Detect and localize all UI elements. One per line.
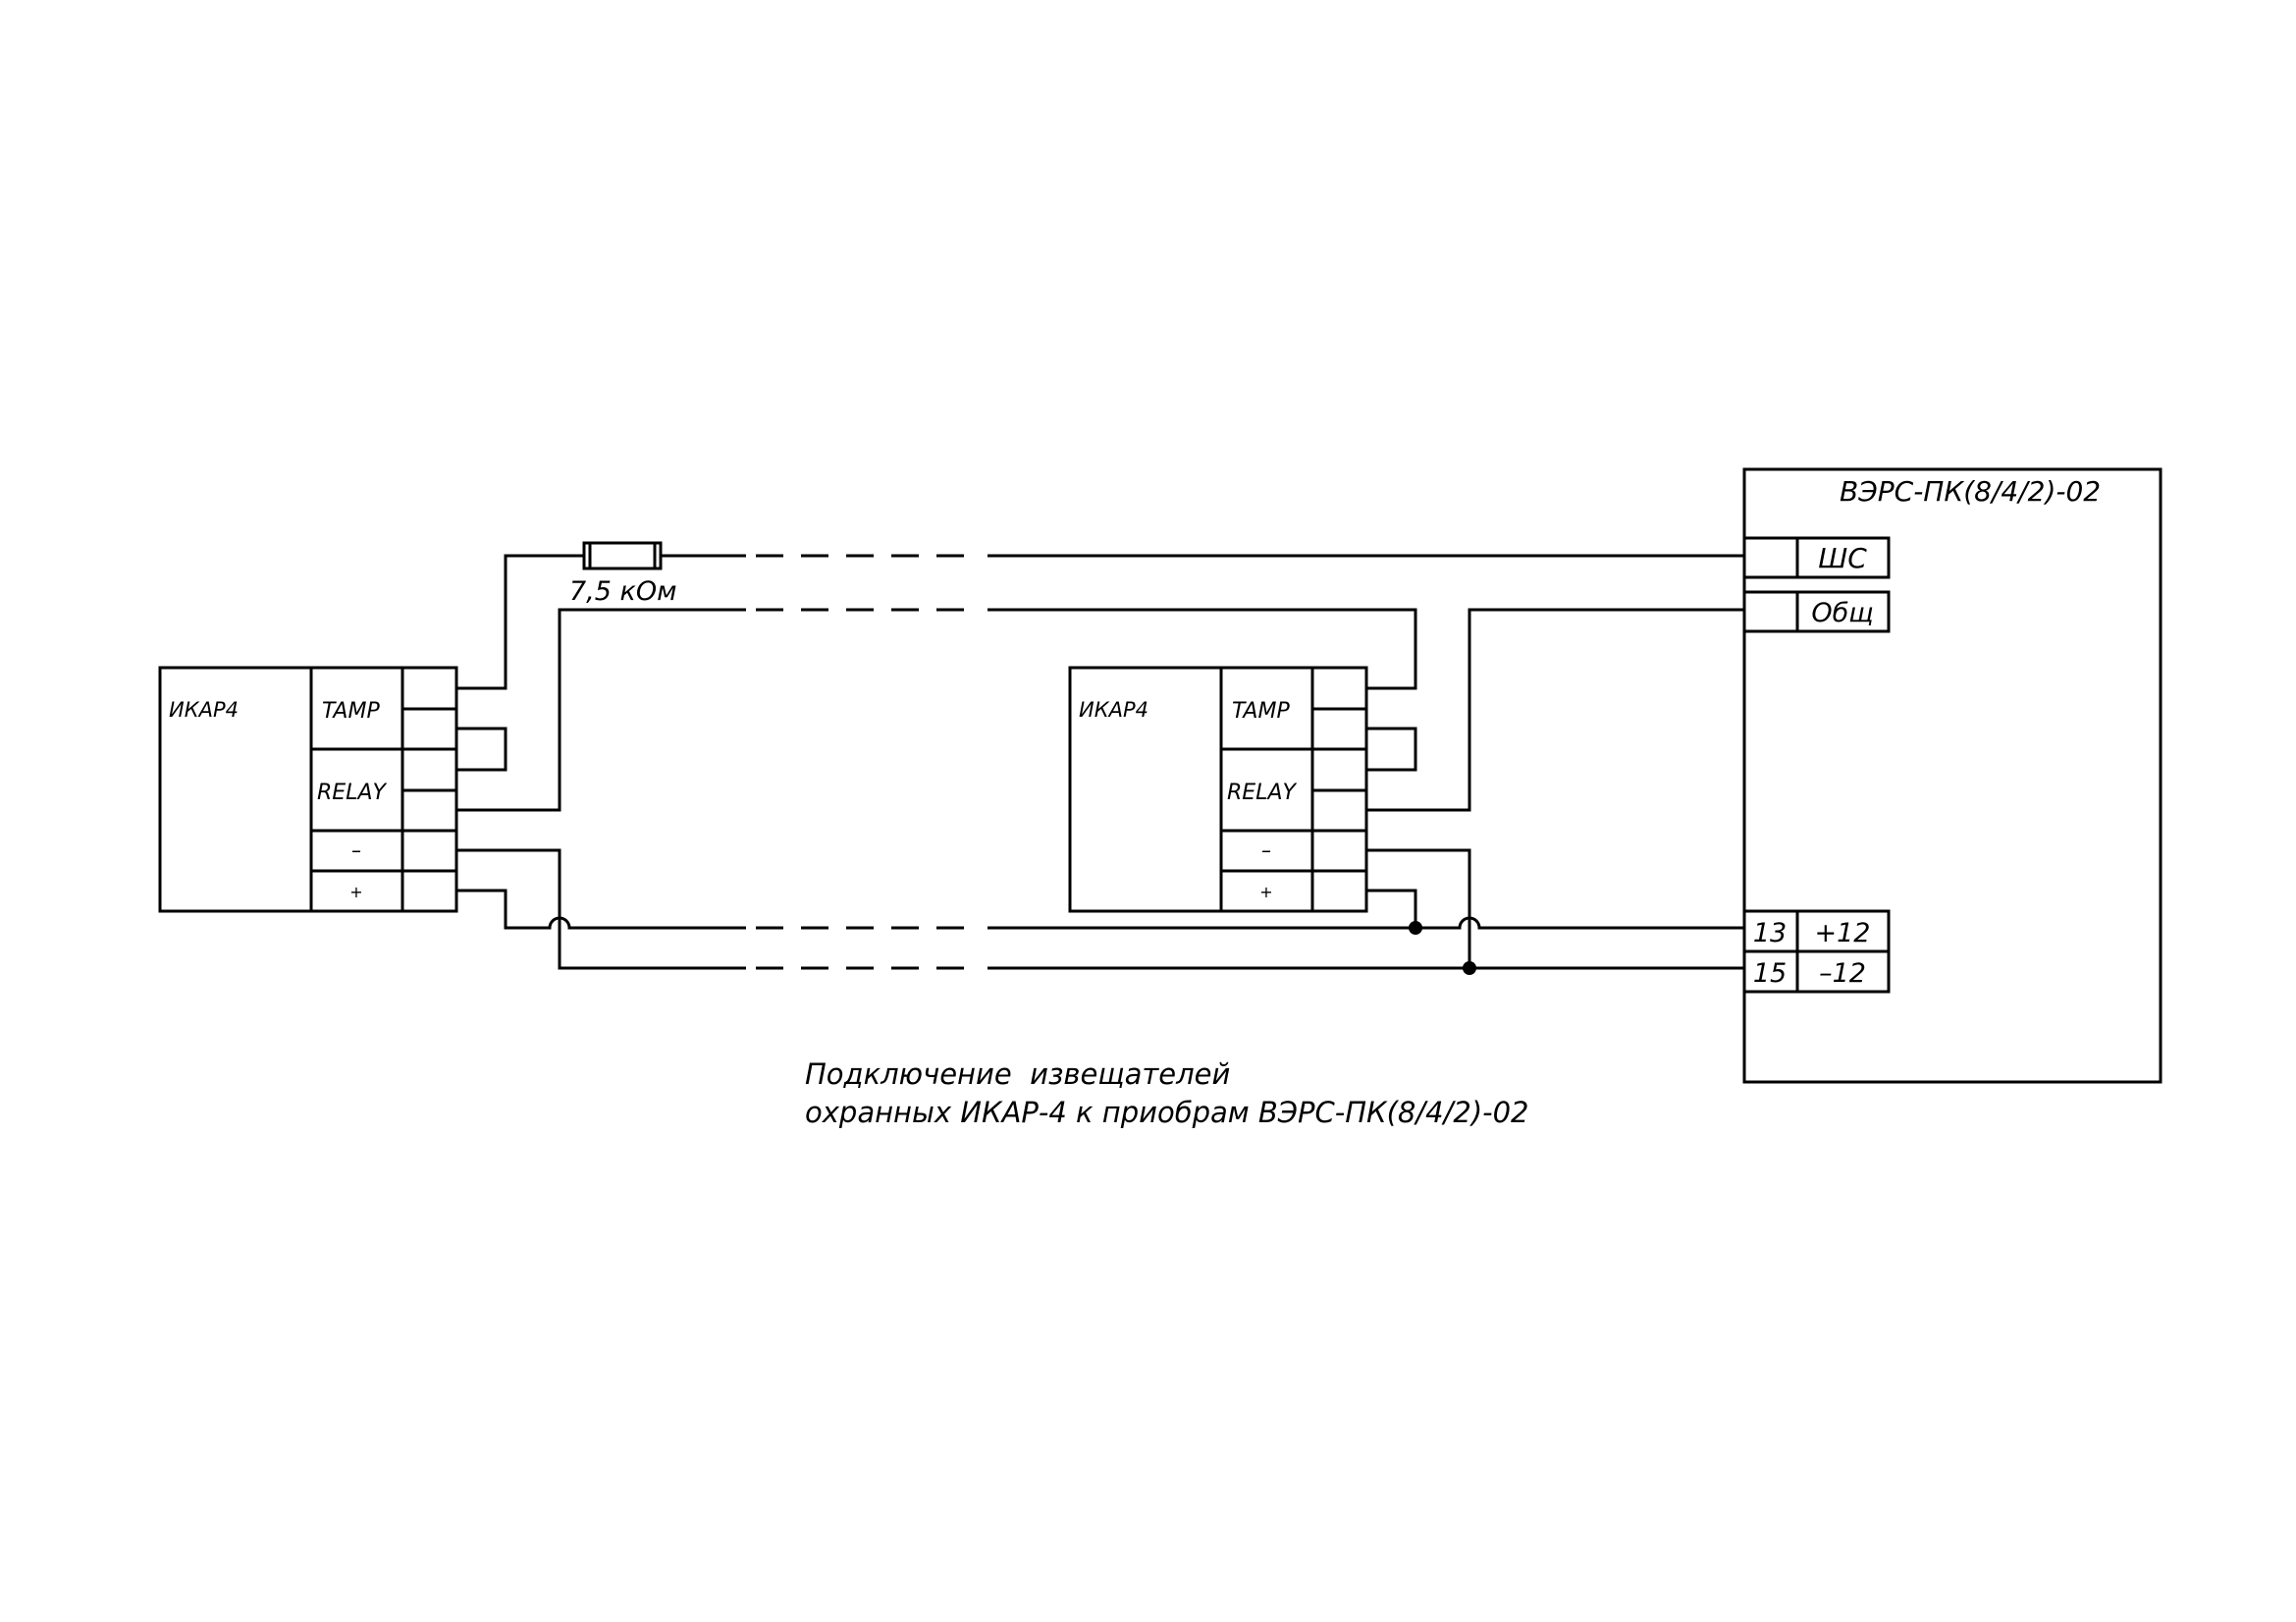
- wire-shs-loop: [456, 554, 584, 690]
- detector-2: ИКАР4 TAMP RELAY – +: [1068, 666, 1368, 913]
- detector-1-minus-label: –: [351, 838, 361, 862]
- terminal-13-number: 13: [1753, 918, 1787, 948]
- detector-1-relay-label: RELAY: [317, 781, 387, 805]
- resistor-value: 7,5 кОм: [569, 576, 676, 607]
- caption-line-2: охранных ИКАР-4 к приобрам ВЭРС-ПК(8/4/2…: [805, 1096, 1529, 1129]
- wire-det2-jumper: [1366, 727, 1417, 772]
- wire-det1-jumper: [456, 727, 507, 772]
- terminal-15-number: 15: [1753, 958, 1787, 989]
- resistor: 7,5 кОм: [569, 541, 676, 607]
- terminal-15-label: –12: [1819, 958, 1866, 989]
- wire-plus-bus-right: [988, 916, 1744, 930]
- wire-plus-bus-left: [456, 889, 746, 930]
- terminal-shs-label: ШС: [1818, 542, 1867, 574]
- detector-2-name: ИКАР4: [1079, 698, 1148, 722]
- detector-2-minus-label: –: [1261, 838, 1271, 862]
- control-panel: ВЭРС-ПК(8/4/2)-02 ШС Общ 13 +12 15 –12: [1742, 467, 2163, 1084]
- wires: 7,5 кОм: [456, 541, 1744, 975]
- resistor-body: [582, 541, 663, 570]
- detector-2-relay-label: RELAY: [1227, 781, 1297, 805]
- terminal-common: [1742, 590, 1891, 633]
- junction-plus: [1409, 921, 1422, 935]
- wire-common: [1366, 608, 1744, 812]
- detector-1: ИКАР4 TAMP RELAY – +: [158, 666, 458, 913]
- terminal-13-label: +12: [1815, 918, 1871, 948]
- detector-2-tamper-label: TAMP: [1232, 699, 1290, 724]
- detector-1-plus-label: +: [349, 883, 362, 901]
- detector-2-plus-label: +: [1259, 883, 1272, 901]
- junction-minus: [1463, 961, 1476, 975]
- terminal-common-label: Общ: [1811, 598, 1873, 628]
- detector-1-name: ИКАР4: [169, 698, 239, 722]
- terminal-shs: [1742, 536, 1891, 579]
- caption-line-1: Подключение извещателей: [805, 1057, 1230, 1091]
- control-panel-title: ВЭРС-ПК(8/4/2)-02: [1840, 475, 2101, 508]
- detector-1-tamper-label: TAMP: [322, 699, 380, 724]
